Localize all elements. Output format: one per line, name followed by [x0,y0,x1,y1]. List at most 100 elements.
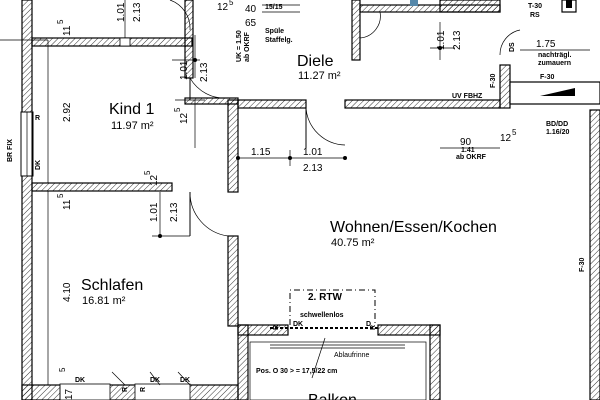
dim-17-5-sup: 5 [58,367,67,372]
label-r4: R [122,387,129,392]
label-r2: R [273,325,280,330]
wall-diele-bottom-left [237,99,307,109]
wall-opening-top [119,37,131,47]
f30-wedge [540,88,575,96]
label-okrf-141: 1.41 [461,147,475,154]
label-staffelg: Staffelg. [265,37,293,44]
dim-12-5-schlaf: 12 [149,174,160,186]
dim-90: 90 [460,137,472,148]
label-t30: T-30 [528,3,542,10]
label-pos-o30: Pos. O 30 > = 17,5/22 cm [256,368,337,375]
walls [20,0,600,400]
dim-2-13-right: 2.13 [452,30,463,50]
dim-1-01-diele: 1.01 [303,147,323,158]
door-swing-top [169,0,191,31]
dim-4-10: 4.10 [62,282,73,302]
dim-1-15: 1.15 [251,147,271,158]
dim-17-5: 17 [64,388,75,400]
wall-schlafen-bottom [21,384,239,400]
label-dk1: DK [35,160,42,170]
label-spuele-ratio: 15/15 [265,4,283,11]
wall-diele-right-top [351,0,361,61]
label-bd-dd: BD/DD [546,121,568,128]
dim-2-13-schlaf: 2.13 [169,202,180,222]
label-f30-c: F-30 [579,258,586,273]
dim-12-5-right-sup: 5 [512,128,517,137]
dim-2-13-diele: 2.13 [303,163,323,174]
wall-diele-left-top [184,97,239,105]
dim-12-5-schlaf-sup: 5 [143,170,152,175]
dim-12-5-top: 12 [217,2,229,13]
wall-balcony-right [429,324,441,400]
wall-left-outer [21,0,33,400]
room-diele-name: Diele [297,53,334,70]
wall-right-outer [589,109,600,400]
door-swing-diele [305,107,346,146]
wall-schlafen-right [227,235,239,327]
wall-balcony-left [237,324,249,400]
label-zumauern: zumauern [538,60,571,67]
door-swing-diele-top [359,11,381,39]
dim-12-5-top-sup: 5 [229,0,234,7]
label-nachtraegl: nachträgl. [538,52,572,59]
label-r1: R [35,115,40,122]
doors [111,0,521,386]
room-schlafen-name: Schlafen [81,277,143,294]
stair-marker-fill [566,0,572,8]
label-dk5: DK [180,377,190,384]
dim-11-5-left: 11 [62,25,73,36]
label-uv-fbhz: UV FBHZ [452,93,483,100]
dim-11-5-schlaf-sup: 5 [56,193,65,198]
room-kind1-name: Kind 1 [109,101,154,118]
label-schwellenlos: schwellenlos [300,312,344,319]
label-bd-dd-size: 1.16/20 [546,129,569,136]
label-okrf-141-sub: ab OKRF [456,154,487,161]
dim-2-13-kind: 2.13 [199,62,210,82]
dim-1-01-right: 1.01 [436,30,447,50]
dim-1-01-top: 1.01 [116,2,127,22]
door-swing-right [499,29,521,56]
dim-12-5-right: 12 [500,133,512,144]
door-swing-kind1 [189,77,229,99]
wall-kind1-right-upper [184,0,194,79]
label-d1: D [366,321,371,328]
dim-2-13-top: 2.13 [132,2,143,22]
wall-diele-bottom-right [344,99,501,109]
blue-marker [410,0,418,6]
wall-stair-box [439,0,501,13]
label-r5: R [140,387,147,392]
dim-2-92: 2.92 [62,102,73,122]
dim-11-5-schlaf: 11 [62,199,73,210]
room-kind1-area: 11.97 m² [111,120,154,132]
balcony-inner-outline [249,341,427,400]
label-uk: UK = 1.50 [236,30,243,62]
balcony-door-frame [289,289,376,325]
label-rtw: 2. RTW [308,292,342,303]
wall-right-upper [499,64,511,109]
label-spuele: Spüle [265,28,284,35]
dim-1-75: 1.75 [536,39,556,50]
dim-65: 65 [245,18,257,29]
room-wohnen-name: Wohnen/Essen/Kochen [330,219,497,236]
room-schlafen-area: 16.81 m² [82,295,126,307]
label-rs: RS [530,12,540,19]
label-ab-okrf: ab OKRF [244,31,251,62]
dim-12-5-kind-sup: 5 [173,107,182,112]
label-dk2: DK [293,321,303,328]
label-dk4: DK [150,377,160,384]
dim-40: 40 [245,4,257,15]
label-ablaufrinne: Ablaufrinne [334,352,370,359]
label-f30-b: F-30 [540,74,555,81]
wall-kind1-top [31,37,193,47]
dimension-labels: 1.01 2.13 11 5 2.92 4.10 1.01 2.13 12 5 … [56,0,556,400]
wall-kind1-right-lower [227,99,239,193]
dim-1-01-schlaf: 1.01 [149,202,160,222]
label-r3: R [370,325,377,330]
door-swing-schlafen [189,191,229,237]
dim-11-5-left-sup: 5 [56,19,65,24]
annotations: 15/15 Spüle Staffelg. UK = 1.50 ab OKRF … [7,3,586,392]
label-ds: DS [509,42,516,52]
room-diele-area: 11.27 m² [298,70,341,82]
window-schlafen-2 [134,383,191,400]
